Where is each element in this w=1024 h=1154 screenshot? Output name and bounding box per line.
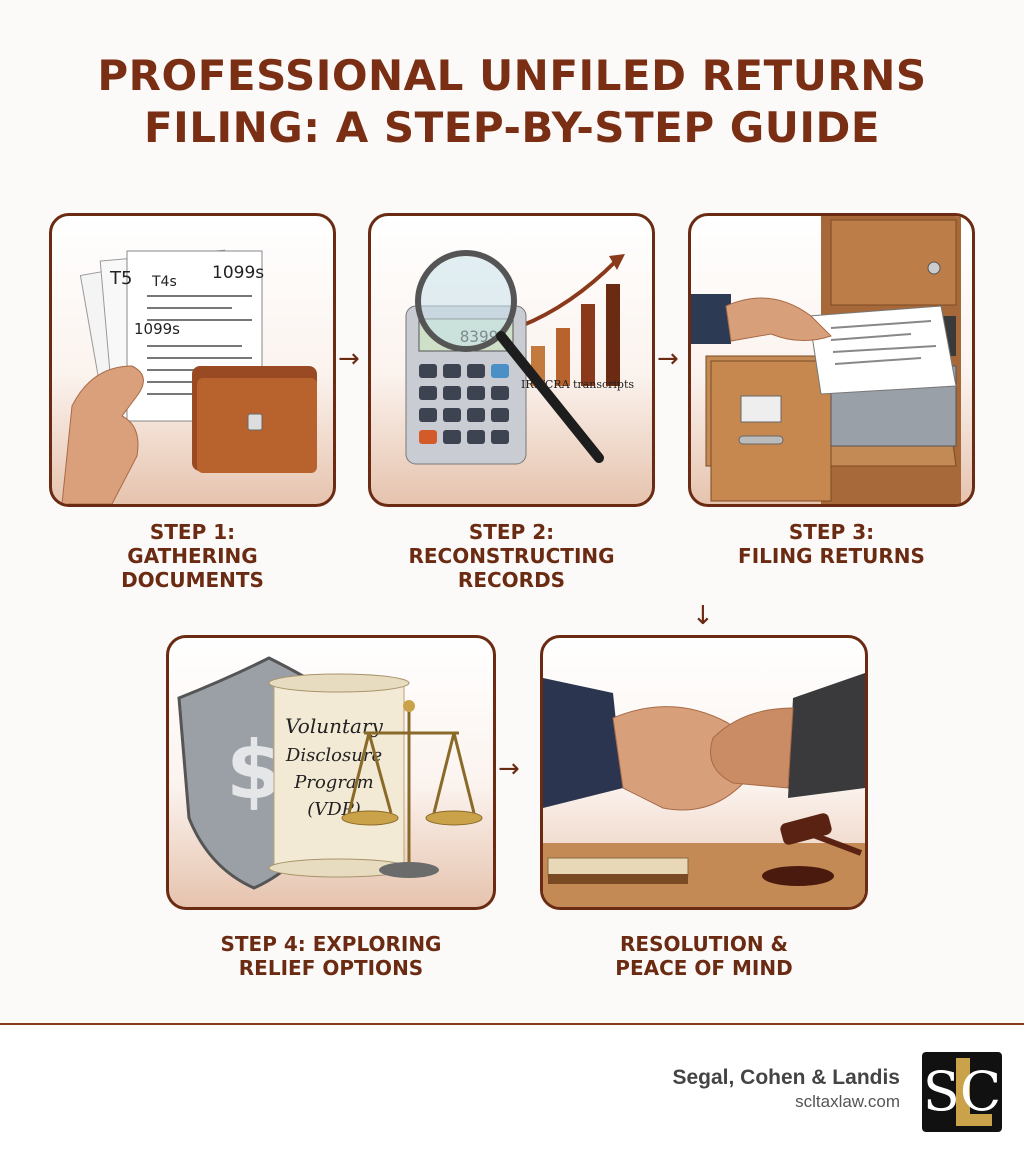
resolution-label-line2: PEACE OF MIND bbox=[615, 956, 793, 980]
magnifying-glass-icon bbox=[415, 250, 517, 352]
step2-label-line3: RECORDS bbox=[457, 568, 566, 592]
resolution-card bbox=[540, 635, 868, 910]
doc-label-t5: T5 bbox=[109, 268, 132, 289]
title-line-1: PROFESSIONAL UNFILED RETURNS bbox=[97, 51, 927, 100]
handshake-gavel-illustration bbox=[543, 673, 865, 907]
firm-name: Segal, Cohen & Landis bbox=[672, 1066, 900, 1089]
firm-logo: SC bbox=[922, 1052, 1002, 1132]
step3-label: STEP 3: FILING RETURNS bbox=[688, 520, 975, 568]
step1-label-line1: STEP 1: bbox=[149, 520, 236, 544]
step1-card: T5 T4s 1099s 1099s bbox=[49, 213, 336, 507]
arrow-right-icon: → bbox=[657, 344, 679, 374]
scales-of-justice-icon bbox=[347, 708, 476, 868]
resolution-label-line1: RESOLUTION & bbox=[620, 932, 788, 956]
shield-scroll-scales-illustration: $ Voluntary Disclosure Program (VDP) bbox=[177, 656, 483, 890]
documents-folder-illustration: T5 T4s 1099s 1099s bbox=[61, 249, 317, 504]
step2-label-line1: STEP 2: bbox=[468, 520, 555, 544]
title-line-2: FILING: A STEP-BY-STEP GUIDE bbox=[143, 103, 881, 152]
footer bbox=[0, 1025, 1024, 1154]
step3-label-line2: FILING RETURNS bbox=[738, 544, 925, 568]
arrow-down-icon: ↓ bbox=[692, 601, 714, 631]
doc-label-1099s-bottom: 1099s bbox=[134, 320, 180, 338]
resolution-label: RESOLUTION & PEACE OF MIND bbox=[540, 932, 868, 980]
transcript-label: IRS/CRA transcripts bbox=[521, 378, 634, 391]
firm-url[interactable]: scltaxlaw.com bbox=[795, 1092, 900, 1111]
step4-card: $ Voluntary Disclosure Program (VDP) bbox=[166, 635, 496, 910]
scroll-line-2: Disclosure bbox=[285, 745, 382, 766]
step4-label-line1: STEP 4: EXPLORING bbox=[220, 932, 442, 956]
step3-label-line1: STEP 3: bbox=[788, 520, 875, 544]
scroll-icon bbox=[273, 682, 405, 869]
page-title: PROFESSIONAL UNFILED RETURNS FILING: A S… bbox=[0, 50, 1024, 154]
footer-divider bbox=[0, 1023, 1024, 1025]
arrow-right-icon: → bbox=[338, 344, 360, 374]
arrow-right-icon: → bbox=[498, 754, 520, 784]
step1-label-line3: DOCUMENTS bbox=[121, 568, 264, 592]
scroll-line-3: Program bbox=[293, 772, 373, 793]
calculator-magnifier-illustration: 8399 IRS/CRA transcripts bbox=[405, 250, 634, 465]
step2-card: 8399 IRS/CRA transcripts bbox=[368, 213, 655, 507]
doc-label-t4s: T4s bbox=[151, 274, 177, 290]
gavel-icon bbox=[762, 813, 863, 886]
step2-label: STEP 2: RECONSTRUCTING RECORDS bbox=[368, 520, 655, 592]
drawer-label-holder bbox=[740, 395, 782, 423]
filing-cabinet-illustration bbox=[691, 216, 961, 504]
step2-label-line2: RECONSTRUCTING bbox=[408, 544, 615, 568]
step4-label-line2: RELIEF OPTIONS bbox=[238, 956, 424, 980]
drawer-handle-icon bbox=[738, 435, 784, 445]
folder-clasp-icon bbox=[247, 413, 263, 431]
logo-letters: SC bbox=[923, 1060, 1001, 1123]
step1-label: STEP 1: GATHERING DOCUMENTS bbox=[49, 520, 336, 592]
step3-card bbox=[688, 213, 975, 507]
step1-label-line2: GATHERING bbox=[127, 544, 258, 568]
step4-label: STEP 4: EXPLORING RELIEF OPTIONS bbox=[166, 932, 496, 980]
svg-text:$: $ bbox=[226, 724, 282, 817]
doc-label-1099s-top: 1099s bbox=[212, 263, 264, 283]
